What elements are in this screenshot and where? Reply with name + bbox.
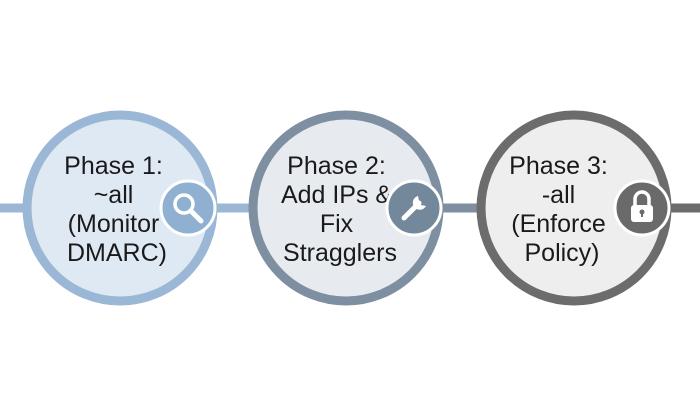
- padlock-icon: [631, 190, 653, 222]
- phase-3-node: Phase 3: -all (Enforce Policy): [476, 110, 672, 306]
- phase-2-line-2: Add IPs &: [281, 181, 392, 209]
- phase-2-badge: [385, 179, 443, 237]
- phase-1-line-4: DMARC): [67, 239, 167, 267]
- phase-3-line-3: (Enforce: [511, 210, 605, 238]
- phase-3-line-4: Policy): [524, 239, 599, 267]
- phase-2-node: Phase 2: Add IPs & Fix Stragglers: [248, 110, 444, 306]
- phase-1-line-2: ~all: [94, 181, 134, 209]
- phase-1-line-1: Phase 1:: [64, 152, 163, 180]
- phase-1-node: Phase 1: ~all (Monitor DMARC): [22, 110, 218, 306]
- magnifier-icon: [173, 193, 204, 224]
- phase-3-line-1: Phase 3:: [509, 152, 608, 180]
- phase-2-line-4: Stragglers: [283, 239, 397, 267]
- phase-1-label: Phase 1: ~all (Monitor DMARC): [64, 152, 170, 267]
- phase-3-line-2: -all: [542, 181, 575, 209]
- phase-2-label: Phase 2: Add IPs & Fix Stragglers: [281, 152, 399, 267]
- phase-3-label: Phase 3: -all (Enforce Policy): [509, 152, 615, 267]
- phase-2-line-3: Fix: [320, 210, 354, 238]
- phase-3-badge: [613, 179, 671, 237]
- phase-1-badge: [159, 179, 217, 237]
- phase-1-line-3: (Monitor: [68, 210, 160, 238]
- phase-2-line-1: Phase 2:: [287, 152, 386, 180]
- wrench-icon: [401, 196, 427, 221]
